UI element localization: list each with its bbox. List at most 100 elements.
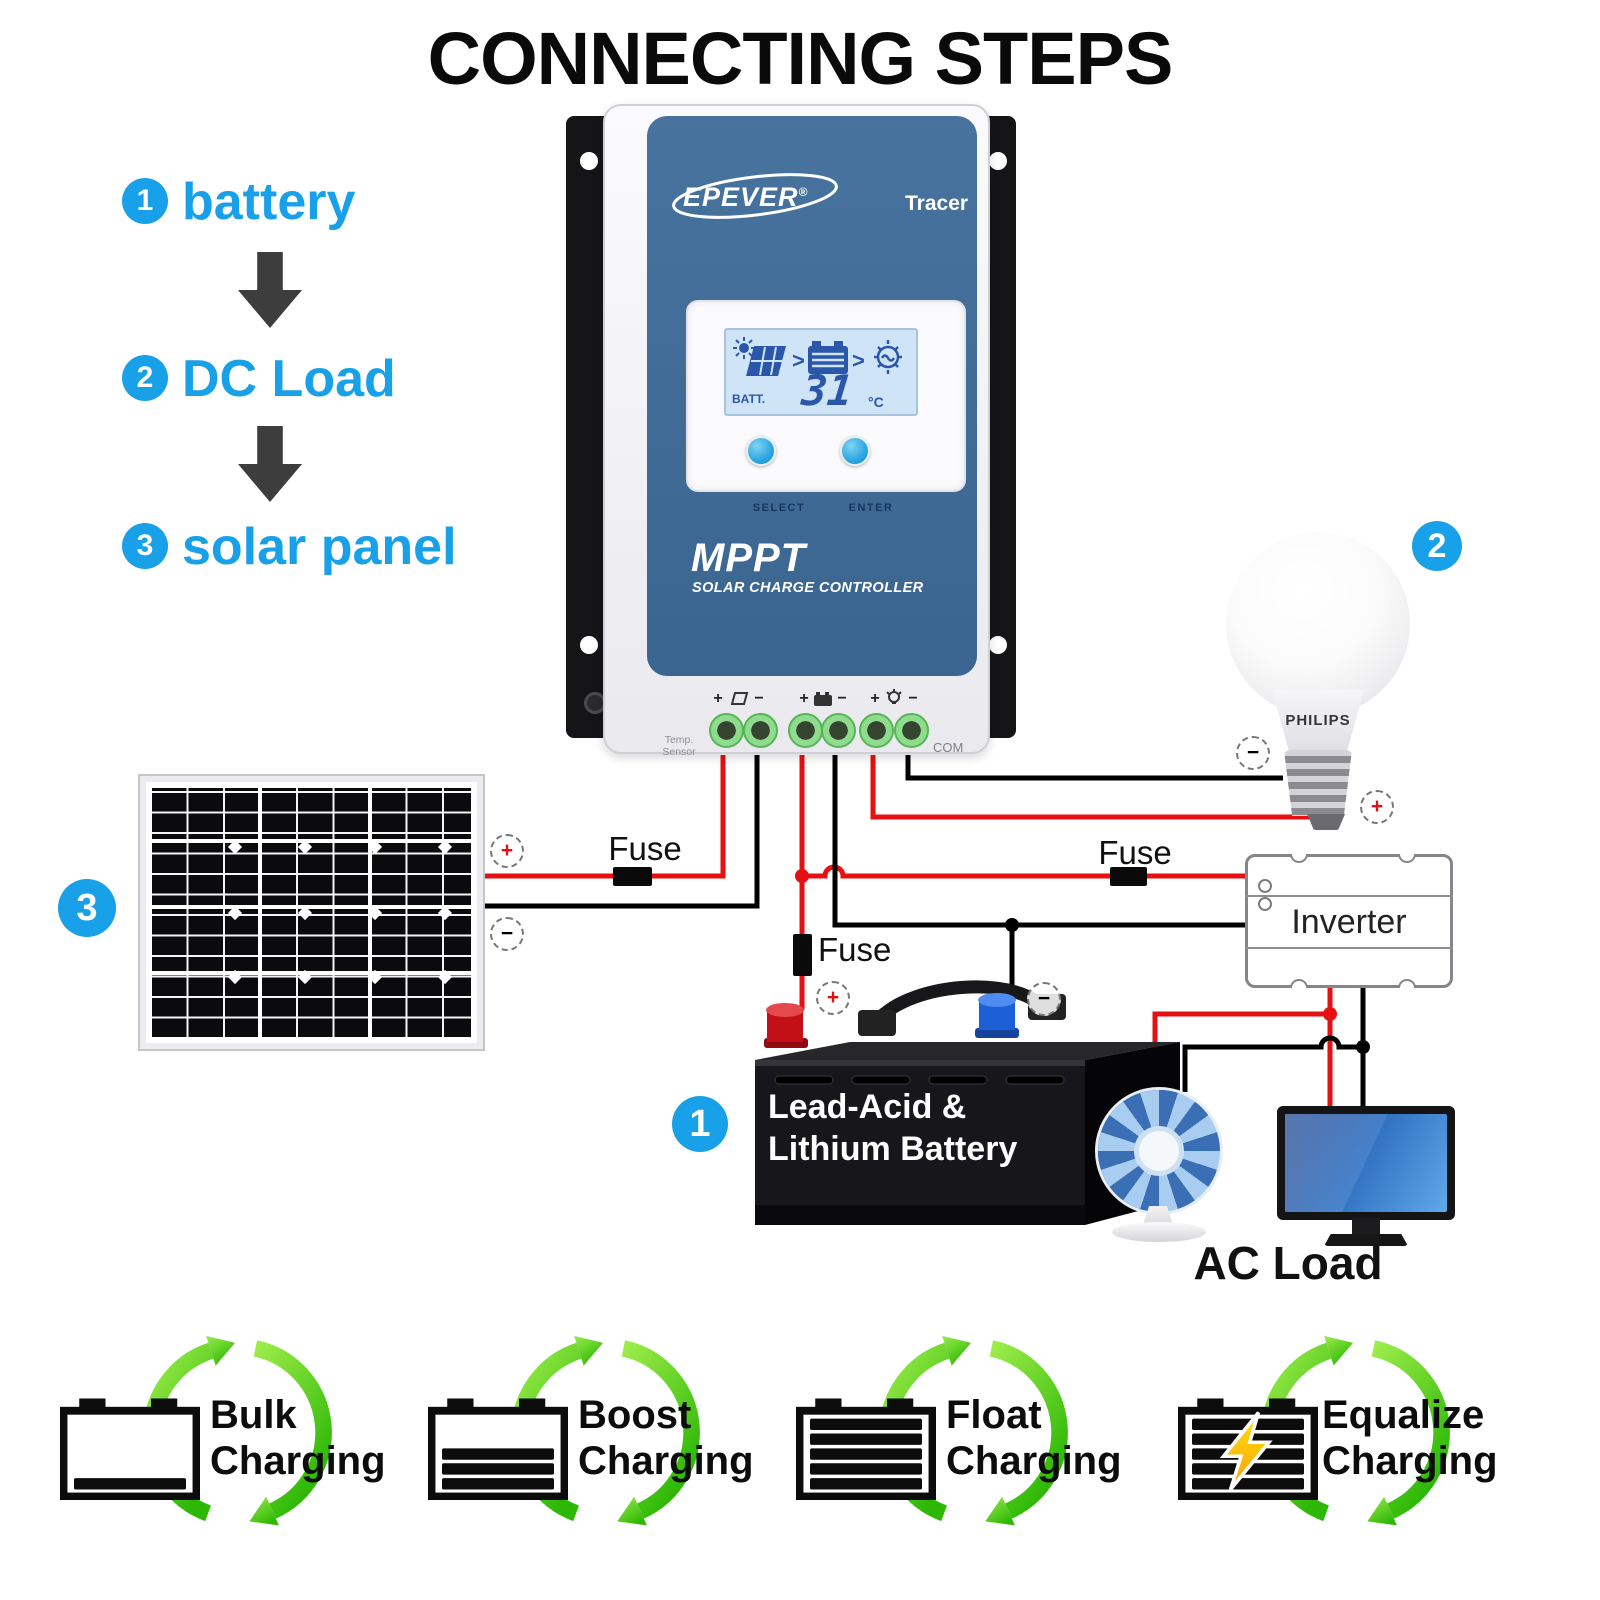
inverter-notch bbox=[1290, 854, 1308, 863]
pv-plus-terminal bbox=[709, 713, 744, 748]
charging-mode-float: Float Charging bbox=[776, 1292, 1176, 1592]
step-1-badge: 1 bbox=[122, 178, 168, 224]
mount-hole bbox=[580, 152, 598, 170]
brand-logo: EPEVER® bbox=[683, 182, 808, 213]
load-minus-label: − bbox=[908, 690, 918, 707]
battery-negative-terminal bbox=[975, 993, 1019, 1038]
select-button bbox=[746, 436, 776, 466]
controller-front-panel: EPEVER® Tracer bbox=[647, 116, 977, 676]
battery-handle bbox=[866, 980, 1054, 1032]
inverter-fuse bbox=[1110, 867, 1147, 886]
battery-front-face bbox=[755, 1060, 1085, 1225]
inverter-notch bbox=[1290, 979, 1308, 988]
step-3-label: solar panel bbox=[182, 518, 457, 576]
battery-fuse bbox=[793, 934, 812, 976]
brand-text: EPEVER bbox=[683, 182, 799, 212]
load-minus-terminal bbox=[894, 713, 929, 748]
pv-minus-label: − bbox=[754, 690, 764, 707]
fuse-label: Fuse bbox=[818, 931, 892, 968]
battery-positive-terminal bbox=[764, 1003, 808, 1048]
page-title: CONNECTING STEPS bbox=[427, 17, 1174, 100]
product-subtitle: SOLAR CHARGE CONTROLLER bbox=[692, 580, 924, 596]
lcd-temp-value: 31 bbox=[799, 366, 856, 415]
lcd-batt-label: BATT. bbox=[732, 392, 766, 406]
battery-plus-mark: + bbox=[816, 981, 850, 1015]
monitor bbox=[1277, 1106, 1455, 1220]
charging-mode-bulk: Bulk Charging bbox=[40, 1292, 440, 1592]
solar-positive-wire bbox=[483, 755, 726, 879]
temp-sensor-line1: Temp. bbox=[664, 734, 694, 746]
fuse-label: Fuse bbox=[608, 830, 682, 867]
charge-controller: EPEVER® Tracer bbox=[603, 104, 990, 758]
solar-negative-wire bbox=[483, 755, 760, 909]
batt-minus-terminal bbox=[821, 713, 856, 748]
mode-name-line2: Charging bbox=[946, 1439, 1122, 1483]
registered-mark: ® bbox=[798, 185, 809, 199]
inverter-negative-wire bbox=[832, 755, 1246, 928]
battery-caption-line1: Lead-Acid & bbox=[768, 1088, 967, 1126]
bulb-minus-mark: − bbox=[1236, 736, 1270, 770]
lcd-arrow: > bbox=[792, 348, 805, 373]
junction-dot bbox=[1005, 918, 1019, 932]
junction-dot bbox=[795, 869, 809, 883]
solar-plus-mark: + bbox=[490, 834, 524, 868]
lcd-status-icons: > > bbox=[733, 337, 902, 376]
temp-sensor-label: Temp. Sensor bbox=[649, 734, 709, 758]
batt-plus-terminal bbox=[788, 713, 823, 748]
mode-name: Float bbox=[946, 1393, 1042, 1437]
battery-badge: 1 bbox=[672, 1096, 728, 1152]
mode-name-line2: Charging bbox=[210, 1439, 386, 1483]
monitor-screen bbox=[1285, 1114, 1447, 1212]
pv-terminal-icon bbox=[731, 692, 749, 705]
inverter-notch bbox=[1398, 854, 1416, 863]
load-terminal-icon bbox=[886, 689, 902, 704]
fan-negative-wire bbox=[1182, 1035, 1363, 1092]
light-bulb bbox=[1226, 532, 1410, 716]
junction-dot bbox=[1356, 1040, 1370, 1054]
mount-hole bbox=[989, 636, 1007, 654]
lcd-battery-icon bbox=[808, 341, 848, 374]
battery-caption-line2: Lithium Battery bbox=[768, 1130, 1018, 1168]
lcd-temp-unit: °C bbox=[868, 394, 884, 410]
lcd-solar-icon bbox=[733, 337, 786, 376]
charging-mode-boost: Boost Charging bbox=[408, 1292, 808, 1592]
lcd-screen: > > bbox=[724, 328, 918, 416]
inverter-label: Inverter bbox=[1245, 895, 1453, 949]
battery-top-face bbox=[755, 1042, 1180, 1060]
bulb-badge: 2 bbox=[1412, 521, 1462, 571]
pv-minus-terminal bbox=[743, 713, 778, 748]
step-3-badge: 3 bbox=[122, 523, 168, 569]
solar-minus-mark: − bbox=[490, 917, 524, 951]
lcd-bulb-icon bbox=[874, 340, 902, 374]
inverter-vent-dot bbox=[1258, 879, 1272, 893]
load-plus-terminal bbox=[859, 713, 894, 748]
ac-load-label: AC Load bbox=[1193, 1237, 1383, 1289]
solar-panel-badge: 3 bbox=[58, 879, 116, 937]
inverter: Inverter bbox=[1245, 854, 1453, 988]
mode-name: Boost bbox=[578, 1393, 692, 1437]
bulb-positive-wire bbox=[870, 755, 1322, 820]
inverter-vent-dot bbox=[1258, 897, 1272, 911]
bulb-plus-mark: + bbox=[1360, 790, 1394, 824]
mode-label: Equalize Charging bbox=[1322, 1392, 1498, 1484]
model-name: Tracer bbox=[905, 192, 969, 215]
epever-logo-swoosh bbox=[672, 173, 838, 219]
battery-level-icon bbox=[428, 1395, 568, 1500]
bulb-negative-wire bbox=[905, 755, 1283, 781]
inverter-notch bbox=[1398, 979, 1416, 988]
mode-label: Bulk Charging bbox=[210, 1392, 386, 1484]
enter-button-label: ENTER bbox=[848, 502, 894, 514]
load-plus-label: + bbox=[870, 690, 880, 707]
temp-sensor-line2: Sensor bbox=[662, 746, 696, 758]
product-name: MPPT bbox=[691, 536, 807, 580]
battery bbox=[755, 980, 1180, 1225]
bulb-neck bbox=[1272, 690, 1364, 750]
mode-label: Float Charging bbox=[946, 1392, 1122, 1484]
solar-fuse bbox=[613, 867, 652, 886]
lcd-arrow: > bbox=[852, 348, 865, 373]
bulb-contact-tip bbox=[1307, 814, 1345, 830]
batt-minus-label: − bbox=[837, 690, 847, 707]
step-2-label: DC Load bbox=[182, 350, 396, 408]
pv-plus-label: + bbox=[713, 690, 723, 707]
